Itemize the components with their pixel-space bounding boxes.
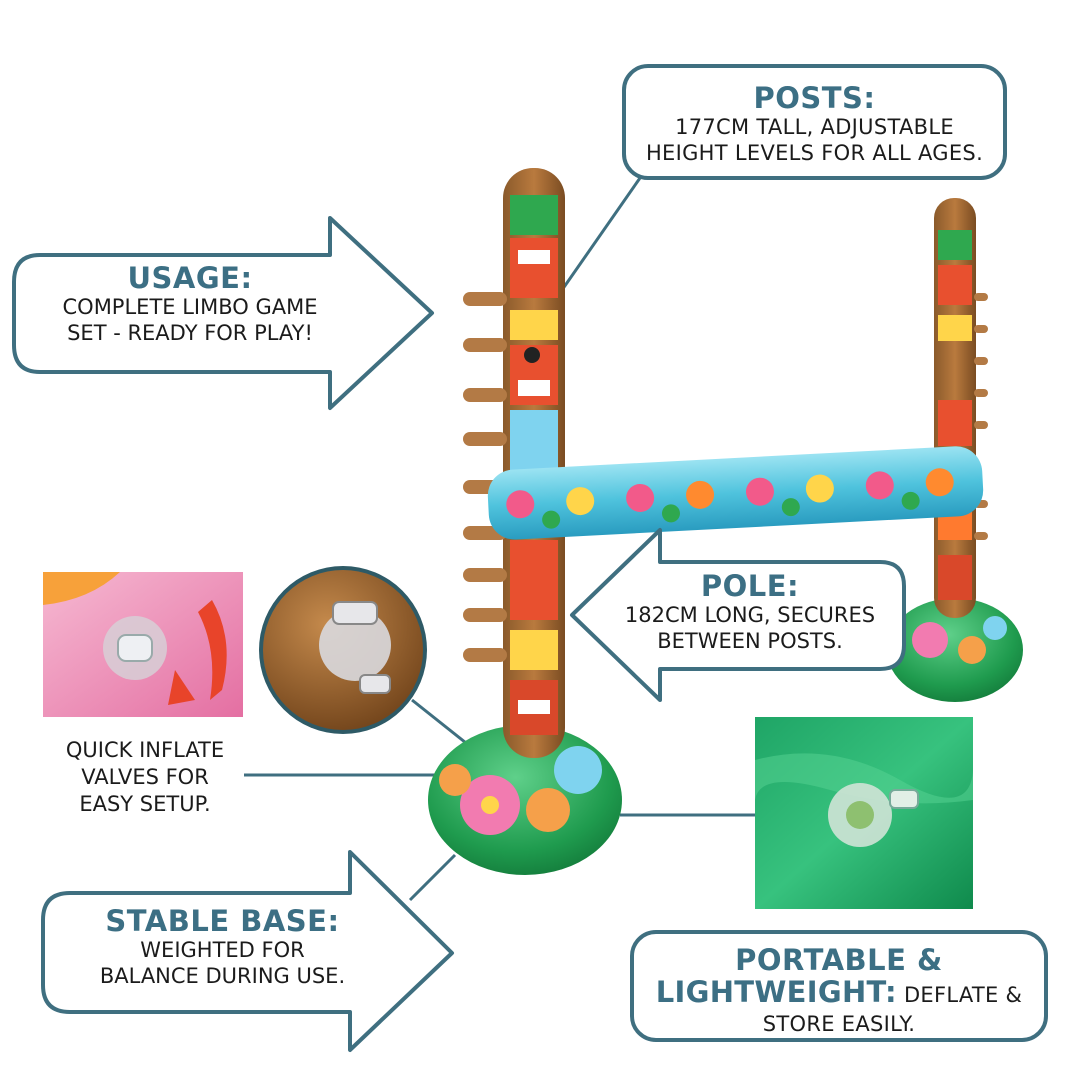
green-valve-photo bbox=[755, 717, 973, 909]
pole-arrow bbox=[570, 528, 906, 702]
brown-valve-photo bbox=[259, 566, 427, 734]
limbo-pole bbox=[487, 446, 984, 540]
base-text: STABLE BASE: WEIGHTED FOR BALANCE DURING… bbox=[70, 905, 375, 989]
pole-line-2: BETWEEN POSTS. bbox=[657, 629, 843, 653]
portable-line-1: LIGHTWEIGHT: DEFLATE & bbox=[634, 976, 1044, 1011]
posts-line-1: 177CM TALL, ADJUSTABLE bbox=[675, 115, 954, 139]
pink-valve-photo bbox=[43, 572, 243, 717]
base-title: STABLE BASE: bbox=[105, 904, 340, 938]
usage-title: USAGE: bbox=[127, 261, 253, 295]
valves-text: QUICK INFLATE VALVES FOR EASY SETUP. bbox=[30, 737, 260, 818]
base-line-1: WEIGHTED FOR bbox=[140, 938, 305, 962]
portable-callout: PORTABLE & LIGHTWEIGHT: DEFLATE & STORE … bbox=[630, 930, 1048, 1042]
portable-tail: DEFLATE & bbox=[903, 983, 1023, 1007]
posts-line-2: HEIGHT LEVELS FOR ALL AGES. bbox=[645, 141, 984, 165]
usage-line-1: COMPLETE LIMBO GAME bbox=[62, 295, 318, 319]
usage-arrow bbox=[12, 216, 434, 410]
pole-title: POLE: bbox=[700, 569, 800, 603]
portable-title-1: PORTABLE & bbox=[735, 943, 943, 977]
portable-title-2: LIGHTWEIGHT: bbox=[655, 975, 897, 1009]
valves-line-3: EASY SETUP. bbox=[79, 792, 211, 816]
valves-line-2: VALVES FOR bbox=[81, 765, 209, 789]
base-arrow bbox=[41, 850, 454, 1052]
pole-line-1: 182CM LONG, SECURES bbox=[624, 603, 876, 627]
valves-line-1: QUICK INFLATE bbox=[65, 738, 225, 762]
posts-title: POSTS: bbox=[753, 81, 876, 115]
portable-line-2: STORE EASILY. bbox=[762, 1012, 916, 1036]
pole-text: POLE: 182CM LONG, SECURES BETWEEN POSTS. bbox=[600, 570, 900, 654]
usage-line-2: SET - READY FOR PLAY! bbox=[67, 321, 313, 345]
posts-callout: POSTS: 177CM TALL, ADJUSTABLE HEIGHT LEV… bbox=[622, 64, 1007, 180]
usage-text: USAGE: COMPLETE LIMBO GAME SET - READY F… bbox=[30, 262, 350, 346]
base-line-2: BALANCE DURING USE. bbox=[99, 964, 346, 988]
